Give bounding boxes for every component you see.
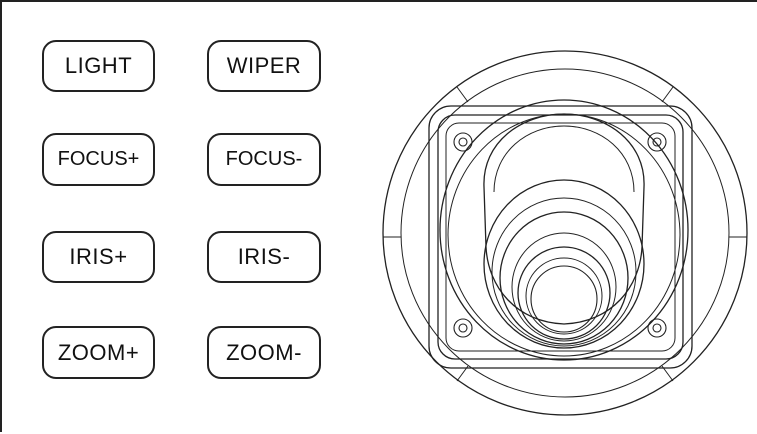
joystick-outer-ring: [382, 50, 748, 416]
focus-minus-button[interactable]: FOCUS-: [207, 133, 321, 186]
iris-plus-button[interactable]: IRIS+: [42, 231, 155, 283]
zoom-minus-button[interactable]: ZOOM-: [207, 326, 321, 379]
wiper-button[interactable]: WIPER: [207, 40, 321, 92]
joystick-ring-dividers: [383, 86, 747, 382]
joystick-base-plate: [428, 105, 693, 369]
joystick-screws: [453, 132, 667, 338]
iris-minus-button[interactable]: IRIS-: [207, 231, 321, 283]
joystick-grip: [439, 99, 689, 361]
joystick-inner-ring: [400, 68, 730, 398]
zoom-plus-button[interactable]: ZOOM+: [42, 326, 155, 379]
light-button[interactable]: LIGHT: [42, 40, 155, 92]
focus-plus-button[interactable]: FOCUS+: [42, 133, 155, 186]
